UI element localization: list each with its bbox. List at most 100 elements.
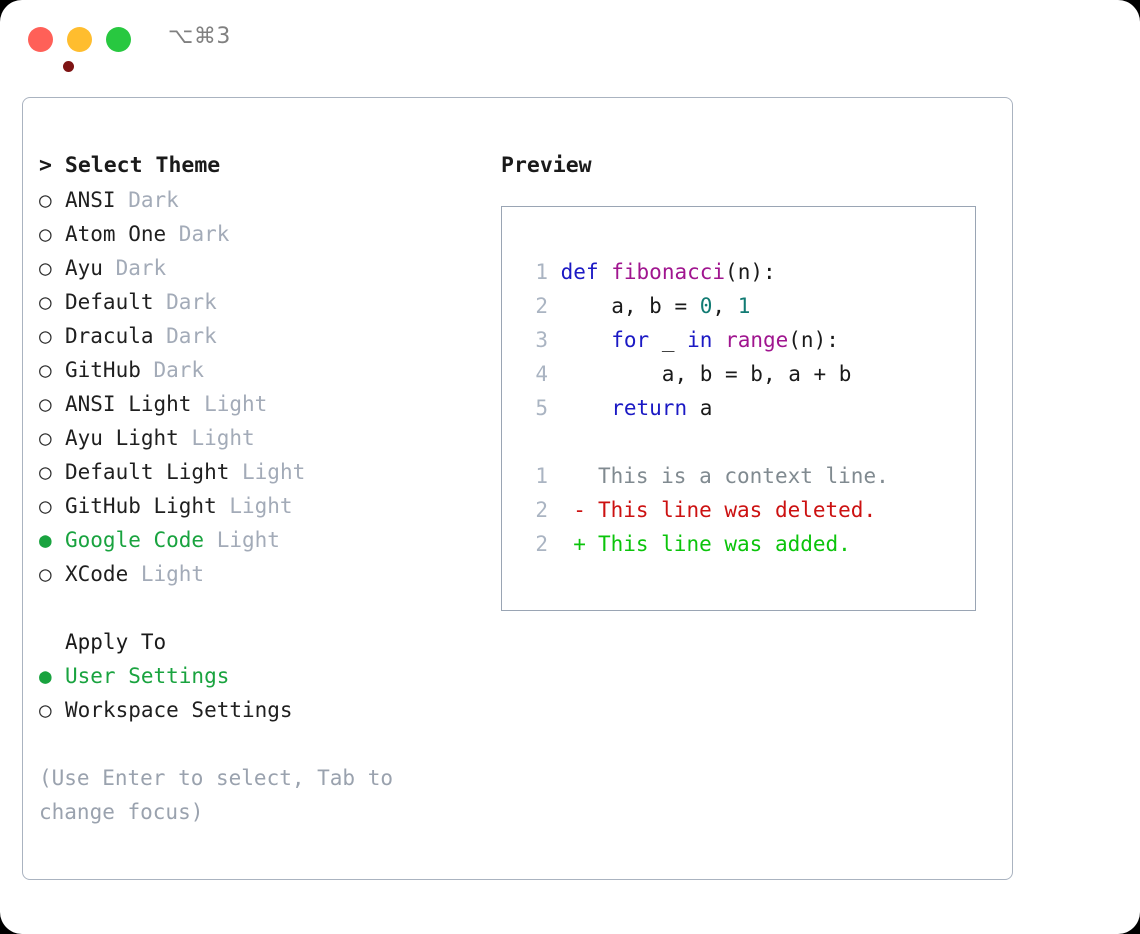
code-token: range <box>725 328 789 352</box>
theme-kind-label: Dark <box>140 358 205 382</box>
radio-unselected-icon[interactable]: ○ <box>39 256 52 280</box>
theme-name-label: GitHub <box>65 358 141 382</box>
theme-name-label: Ayu <box>65 256 103 280</box>
code-token <box>561 396 612 420</box>
code-token <box>712 328 725 352</box>
diff-text: This is a context line. <box>585 464 889 488</box>
apply-to-heading: Apply To <box>65 630 167 654</box>
code-token: return <box>611 396 688 420</box>
radio-unselected-icon[interactable]: ○ <box>39 188 52 212</box>
theme-list-item[interactable]: ○ Default Dark <box>39 285 479 319</box>
diff-line: 2 - This line was deleted. <box>522 493 969 527</box>
line-number: 5 <box>535 396 548 420</box>
radio-selected-icon[interactable]: ● <box>39 528 52 552</box>
close-window-icon[interactable] <box>28 27 74 72</box>
code-token: , <box>712 294 738 318</box>
theme-list-item[interactable]: ○ Ayu Light Light <box>39 421 479 455</box>
theme-list-item[interactable]: ○ Atom One Dark <box>39 217 479 251</box>
code-token: 1 <box>737 294 751 318</box>
code-diff-separator <box>522 425 969 459</box>
theme-name-label: Google Code <box>65 528 205 552</box>
theme-list-column: > Select Theme ○ANSI Dark○Atom One Dark○… <box>39 149 479 829</box>
line-number: 4 <box>535 362 548 386</box>
code-line: 5 return a <box>522 391 969 425</box>
theme-list-item[interactable]: ○ GitHub Dark <box>39 353 479 387</box>
code-line: 2 a, b = 0, 1 <box>522 289 969 323</box>
apply-to-option[interactable]: ●User Settings <box>39 659 479 693</box>
apply-to-option[interactable]: ○Workspace Settings <box>39 693 479 727</box>
theme-kind-label: Dark <box>115 188 179 212</box>
recording-indicator-icon <box>63 61 74 72</box>
radio-selected-icon[interactable]: ● <box>39 664 52 688</box>
diff-line: 1 This is a context line. <box>522 459 969 493</box>
theme-name-label: GitHub Light <box>65 494 217 518</box>
theme-kind-label: Light <box>229 460 306 484</box>
diff-line: 2 + This line was added. <box>522 527 969 561</box>
theme-list: ○ANSI Dark○Atom One Dark○Ayu Dark○Defaul… <box>39 183 479 591</box>
code-token: a <box>687 396 713 420</box>
radio-unselected-icon[interactable]: ○ <box>39 358 52 382</box>
radio-unselected-icon[interactable]: ○ <box>39 698 52 722</box>
diff-text: This line was deleted. <box>585 498 877 522</box>
preview-column: Preview 1 def fibonacci(n):2 a, b = 0, 1… <box>501 149 981 611</box>
theme-name-label: Atom One <box>65 222 167 246</box>
diff-marker: + <box>573 532 586 556</box>
radio-unselected-icon[interactable]: ○ <box>39 494 52 518</box>
maximize-window-icon[interactable] <box>106 27 131 52</box>
code-token: (n): <box>725 260 776 284</box>
theme-list-item[interactable]: ○ XCode Light <box>39 557 479 591</box>
line-number: 3 <box>535 328 548 352</box>
code-token: (n): <box>788 328 839 352</box>
code-line: 3 for _ in range(n): <box>522 323 969 357</box>
theme-name-label: Default Light <box>65 460 230 484</box>
code-token: a, b = b, a + b <box>560 362 852 386</box>
line-number: 1 <box>535 464 548 488</box>
theme-list-item[interactable]: ○ ANSI Light Light <box>39 387 479 421</box>
theme-name-label: XCode <box>65 562 129 586</box>
line-number: 2 <box>535 532 548 556</box>
title-bar: ⌥⌘3 <box>0 0 1140 78</box>
radio-unselected-icon[interactable]: ○ <box>39 392 52 416</box>
theme-list-item[interactable]: ● Google Code Light <box>39 523 479 557</box>
theme-kind-label: Dark <box>166 222 230 246</box>
line-number: 2 <box>535 498 548 522</box>
radio-unselected-icon[interactable]: ○ <box>39 426 52 450</box>
theme-selector-panel: > Select Theme ○ANSI Dark○Atom One Dark○… <box>22 97 1013 880</box>
code-token: a, b = <box>560 294 700 318</box>
theme-kind-label: Dark <box>102 256 167 280</box>
theme-kind-label: Dark <box>153 324 217 348</box>
apply-to-section: Apply To ●User Settings○Workspace Settin… <box>39 625 479 727</box>
code-line: 4 a, b = b, a + b <box>522 357 969 391</box>
theme-name-label: Ayu Light <box>65 426 179 450</box>
theme-kind-label: Light <box>204 528 280 552</box>
apply-to-option-list: ●User Settings○Workspace Settings <box>39 659 479 727</box>
radio-unselected-icon[interactable]: ○ <box>39 562 52 586</box>
theme-list-item[interactable]: ○Dracula Dark <box>39 319 479 353</box>
theme-name-label: ANSI Light <box>65 392 192 416</box>
code-token <box>561 328 612 352</box>
theme-list-item[interactable]: ○ANSI Dark <box>39 183 479 217</box>
radio-unselected-icon[interactable]: ○ <box>39 324 52 348</box>
theme-kind-label: Light <box>178 426 255 450</box>
line-number: 2 <box>535 294 548 318</box>
code-token: _ <box>649 328 688 352</box>
keyboard-hint-text: (Use Enter to select, Tab to change focu… <box>39 766 394 824</box>
theme-name-label: Default <box>65 290 154 314</box>
theme-list-item[interactable]: ○ Ayu Dark <box>39 251 479 285</box>
diff-marker: - <box>573 498 586 522</box>
diff-marker <box>573 459 585 493</box>
radio-unselected-icon[interactable]: ○ <box>39 222 52 246</box>
theme-kind-label: Light <box>191 392 268 416</box>
theme-list-item[interactable]: ○GitHub Light Light <box>39 489 479 523</box>
radio-unselected-icon[interactable]: ○ <box>39 290 52 314</box>
preview-heading: Preview <box>501 153 592 178</box>
theme-kind-label: Light <box>128 562 205 586</box>
minimize-window-icon[interactable] <box>67 27 92 52</box>
radio-unselected-icon[interactable]: ○ <box>39 460 52 484</box>
code-token: for <box>611 328 650 352</box>
theme-kind-label: Dark <box>153 290 217 314</box>
code-token: 0 <box>699 294 713 318</box>
theme-list-item[interactable]: ○ Default Light Light <box>39 455 479 489</box>
